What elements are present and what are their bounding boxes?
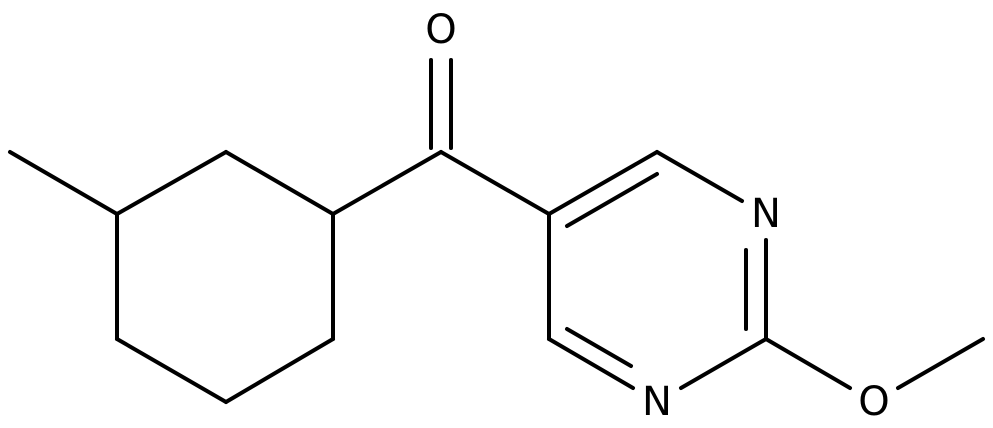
- label-pyrimidine-n1: N: [642, 379, 672, 425]
- bond-ring-2: [224, 150, 335, 216]
- bond-c2-methoxy-o: [764, 337, 852, 390]
- bond-pyr-c5-c4: [547, 150, 659, 216]
- bond-pyr-c5-c4-inner: [565, 172, 659, 228]
- label-pyrimidine-n3: N: [751, 191, 781, 237]
- bond-ring-5: [115, 337, 228, 404]
- bond-methyl: [8, 150, 119, 216]
- bond-pyr-n1-c6: [547, 337, 635, 390]
- label-carbonyl-oxygen: O: [425, 7, 456, 53]
- bond-ring-1: [115, 150, 228, 216]
- label-methoxy-oxygen: O: [858, 379, 889, 425]
- bond-ring-carbonyl: [331, 150, 443, 216]
- bond-methoxy-o-ch3: [896, 337, 985, 390]
- bond-pyr-c4-n3: [655, 150, 744, 203]
- bond-carbonyl-pyrimidine: [439, 150, 551, 216]
- bond-pyr-c2-n1: [679, 337, 768, 390]
- bond-ring-4: [224, 337, 335, 404]
- bond-pyr-n1-c6-inner: [565, 327, 633, 368]
